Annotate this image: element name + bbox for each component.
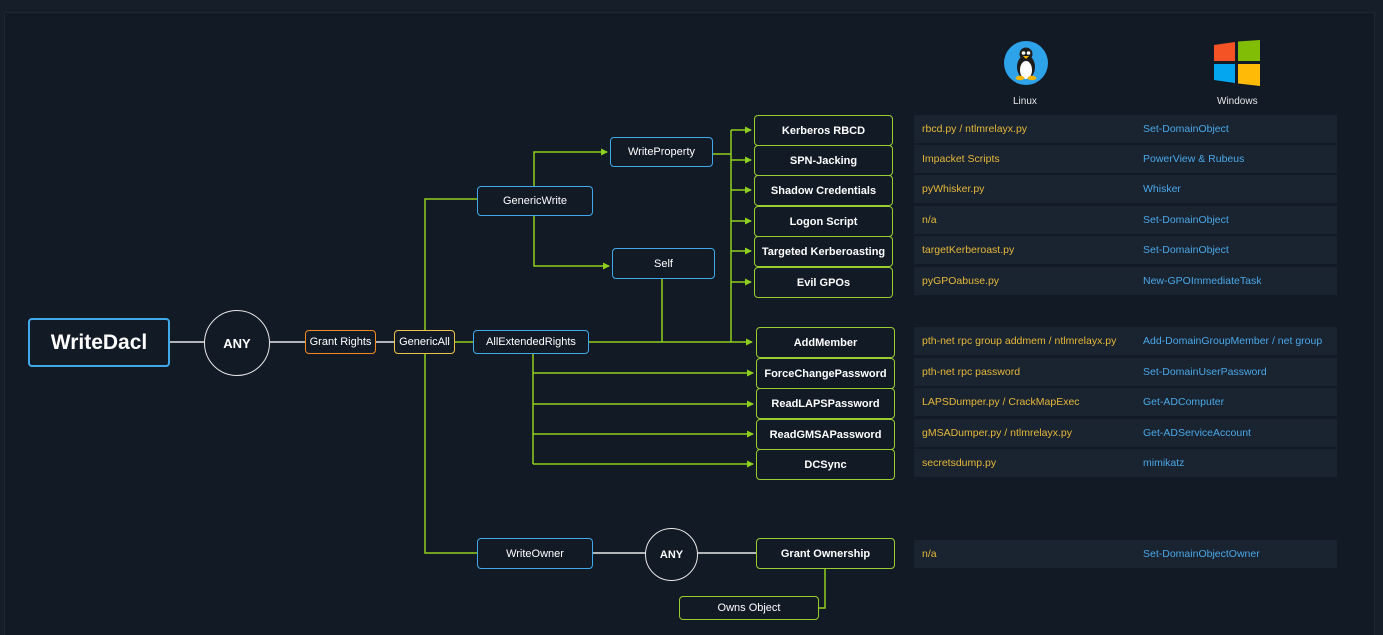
windows-tool: Add-DomainGroupMember / net group	[1143, 335, 1323, 347]
windows-column-header: Windows	[1217, 96, 1258, 107]
any-operator-node-2: ANY	[645, 528, 698, 581]
attack-node-kerberos-rbcd[interactable]: Kerberos RBCD	[754, 115, 893, 146]
genericwrite-node[interactable]: GenericWrite	[477, 186, 593, 216]
tools-row-kerberos-rbcd: rbcd.py / ntlmrelayx.py Set-DomainObject	[914, 115, 1337, 143]
windows-tool: mimikatz	[1143, 457, 1185, 469]
windows-tool: Set-DomainObject	[1143, 123, 1229, 135]
linux-tool: targetKerberoast.py	[922, 244, 1015, 256]
tools-row-readgmsapassword: gMSADumper.py / ntlmrelayx.py Get-ADServ…	[914, 419, 1337, 447]
attack-node-targeted-kerberoasting[interactable]: Targeted Kerberoasting	[754, 236, 893, 267]
windows-tool: Set-DomainObjectOwner	[1143, 548, 1260, 560]
tools-row-forcechangepassword: pth-net rpc password Set-DomainUserPassw…	[914, 358, 1337, 386]
any-operator-node: ANY	[204, 310, 270, 376]
linux-tool: rbcd.py / ntlmrelayx.py	[922, 123, 1028, 135]
linux-tool: Impacket Scripts	[922, 153, 1000, 165]
windows-tool: Set-DomainObject	[1143, 244, 1229, 256]
linux-icon	[1004, 41, 1048, 85]
tools-row-grant-ownership: n/a Set-DomainObjectOwner	[914, 540, 1337, 568]
linux-tool: secretsdump.py	[922, 457, 997, 469]
attack-node-dcsync[interactable]: DCSync	[756, 449, 895, 480]
attack-node-evil-gpos[interactable]: Evil GPOs	[754, 267, 893, 298]
linux-column-header: Linux	[1013, 96, 1037, 107]
linux-tool: pyGPOabuse.py	[922, 275, 1000, 287]
tools-row-targeted-kerberoasting: targetKerberoast.py Set-DomainObject	[914, 236, 1337, 264]
linux-tool: n/a	[922, 214, 937, 226]
linux-tool: pth-net rpc group addmem / ntlmrelayx.py	[922, 335, 1117, 347]
attack-node-readlapspassword[interactable]: ReadLAPSPassword	[756, 388, 895, 419]
linux-tool: gMSADumper.py / ntlmrelayx.py	[922, 427, 1072, 439]
linux-tool: pyWhisker.py	[922, 183, 985, 195]
tools-row-readlapspassword: LAPSDumper.py / CrackMapExec Get-ADCompu…	[914, 388, 1337, 416]
linux-tool: LAPSDumper.py / CrackMapExec	[922, 396, 1080, 408]
grant-rights-node[interactable]: Grant Rights	[305, 330, 376, 354]
grant-ownership-node[interactable]: Grant Ownership	[756, 538, 895, 569]
self-node[interactable]: Self	[612, 248, 715, 279]
tools-row-addmember: pth-net rpc group addmem / ntlmrelayx.py…	[914, 327, 1337, 355]
attack-node-shadow-credentials[interactable]: Shadow Credentials	[754, 175, 893, 206]
linux-tool: pth-net rpc password	[922, 366, 1021, 378]
windows-tool: Get-ADComputer	[1143, 396, 1225, 408]
writedacl-root-node[interactable]: WriteDacl	[28, 318, 170, 367]
genericall-node[interactable]: GenericAll	[394, 330, 455, 354]
attack-node-forcechangepassword[interactable]: ForceChangePassword	[756, 358, 895, 389]
windows-tool: Whisker	[1143, 183, 1181, 195]
linux-tool: n/a	[922, 548, 937, 560]
writeowner-node[interactable]: WriteOwner	[477, 538, 593, 569]
attack-node-readgmsapassword[interactable]: ReadGMSAPassword	[756, 419, 895, 450]
windows-tool: Set-DomainObject	[1143, 214, 1229, 226]
tools-row-evil-gpos: pyGPOabuse.py New-GPOImmediateTask	[914, 267, 1337, 295]
writeproperty-node[interactable]: WriteProperty	[610, 137, 713, 167]
attack-node-logon-script[interactable]: Logon Script	[754, 206, 893, 237]
windows-tool: New-GPOImmediateTask	[1143, 275, 1262, 287]
windows-tool: PowerView & Rubeus	[1143, 153, 1245, 165]
attack-node-spn-jacking[interactable]: SPN-Jacking	[754, 145, 893, 176]
windows-icon	[1213, 40, 1261, 86]
windows-tool: Get-ADServiceAccount	[1143, 427, 1251, 439]
attack-node-addmember[interactable]: AddMember	[756, 327, 895, 358]
windows-tool: Set-DomainUserPassword	[1143, 366, 1267, 378]
owns-object-node: Owns Object	[679, 596, 819, 620]
tools-row-shadow-credentials: pyWhisker.py Whisker	[914, 175, 1337, 203]
tools-row-dcsync: secretsdump.py mimikatz	[914, 449, 1337, 477]
tools-row-spn-jacking: Impacket Scripts PowerView & Rubeus	[914, 145, 1337, 173]
allextendedrights-node[interactable]: AllExtendedRights	[473, 330, 589, 354]
tools-row-logon-script: n/a Set-DomainObject	[914, 206, 1337, 234]
